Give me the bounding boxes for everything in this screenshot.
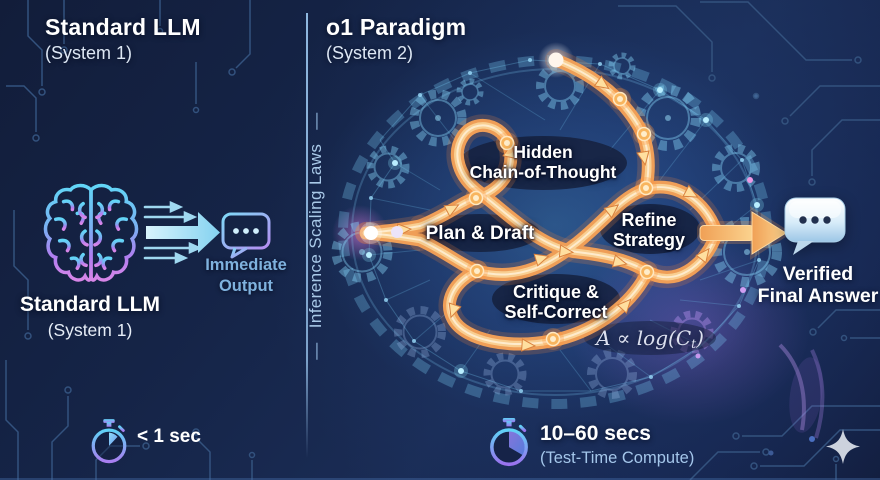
left-title: Standard LLM xyxy=(45,14,201,40)
plan-draft-label: Plan & Draft xyxy=(425,223,535,244)
inference-scaling-laws-label: — Inference Scaling Laws — xyxy=(306,98,326,373)
glossy-chat-bubble-icon xyxy=(784,197,846,255)
immediate-output-label: Immediate Output xyxy=(186,255,306,297)
mid-timing-value: 10–60 secs xyxy=(540,422,651,445)
left-subtitle: (System 1) xyxy=(45,43,133,64)
verified-line2: Final Answer xyxy=(757,284,879,307)
refine-strategy-label: Refine Strategy xyxy=(599,210,699,250)
critique-line1: Critique & xyxy=(512,282,599,302)
critique-self-correct-label: Critique & Self-Correct xyxy=(486,282,626,322)
left-timing-label: < 1 sec xyxy=(137,426,201,447)
brain-stem xyxy=(778,343,825,439)
critique-line2: Self-Correct xyxy=(504,301,608,322)
right-title: o1 Paradigm xyxy=(326,14,467,40)
right-header: o1 Paradigm (System 2) xyxy=(326,15,466,64)
hidden-cot-line2: Chain-of-Thought xyxy=(469,161,617,182)
verified-answer-label: Verified Final Answer xyxy=(754,263,880,307)
immediate-output-line1: Immediate xyxy=(205,256,287,274)
left-caption-subtitle: (System 1) xyxy=(47,320,133,340)
speed-arrows-icon xyxy=(143,200,220,265)
divider-dash: — xyxy=(306,342,325,360)
stopwatch-icon xyxy=(91,419,127,464)
formula-subscript: t xyxy=(691,336,697,352)
brain-outline-icon xyxy=(43,183,139,282)
stopwatch-icon xyxy=(490,418,528,467)
chat-bubble-outline-icon xyxy=(221,212,271,259)
refine-line2: Strategy xyxy=(612,229,686,250)
mid-timing-note: (Test-Time Compute) xyxy=(540,449,695,467)
left-brain-caption: Standard LLM (System 1) xyxy=(18,293,162,341)
refine-line1: Refine xyxy=(621,210,677,230)
hidden-cot-label: Hidden Chain-of-Thought xyxy=(453,142,633,182)
left-caption-title: Standard LLM xyxy=(20,293,160,316)
left-header: Standard LLM (System 1) xyxy=(45,15,201,64)
final-answer-arrow xyxy=(697,206,792,260)
scaling-formula-label: A ∝ log(Ct) xyxy=(578,326,722,352)
divider-label-text: Inference Scaling Laws xyxy=(306,143,325,329)
neural-mesh xyxy=(362,58,764,393)
test-time-compute-label: 10–60 secs (Test-Time Compute) xyxy=(540,422,694,468)
right-subtitle: (System 2) xyxy=(326,43,414,64)
four-point-star-icon xyxy=(768,429,860,464)
hidden-cot-line1: Hidden xyxy=(513,142,573,162)
panel-divider xyxy=(306,13,308,458)
immediate-output-line2: Output xyxy=(218,277,274,296)
formula-prefix: A ∝ log(C xyxy=(596,326,692,350)
verified-line1: Verified xyxy=(782,263,854,285)
formula-suffix: ) xyxy=(696,326,704,350)
divider-dash: — xyxy=(306,112,325,130)
